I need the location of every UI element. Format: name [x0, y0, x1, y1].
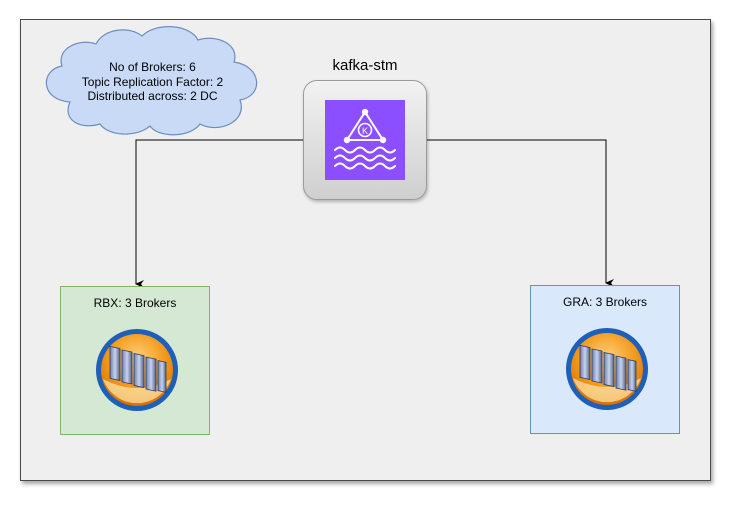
cloud-note-line: Topic Replication Factor: 2: [81, 74, 224, 89]
datacenter-gra[interactable]: GRA: 3 Brokers: [530, 285, 680, 434]
server-cluster-icon: [564, 326, 650, 412]
datacenter-label: RBX: 3 Brokers: [93, 296, 177, 310]
cluster-title: kafka-stm: [332, 57, 398, 74]
kafka-cluster-node[interactable]: K: [303, 80, 427, 200]
cloud-note-line: Distributed across: 2 DC: [87, 89, 218, 103]
connector-to-gra: [427, 139, 614, 287]
svg-text:K: K: [362, 126, 368, 136]
datacenter-label: GRA: 3 Brokers: [562, 295, 648, 309]
cloud-note-text: No of Brokers: 6 Topic Replication Facto…: [50, 60, 255, 104]
connector-to-rbx: [135, 139, 304, 288]
amazon-msk-kafka-icon: K: [325, 100, 405, 180]
cloud-note-line: No of Brokers: 6: [109, 60, 196, 74]
datacenter-rbx[interactable]: RBX: 3 Brokers: [60, 286, 210, 435]
server-cluster-icon: [94, 327, 180, 413]
cloud-shape: [45, 26, 258, 136]
